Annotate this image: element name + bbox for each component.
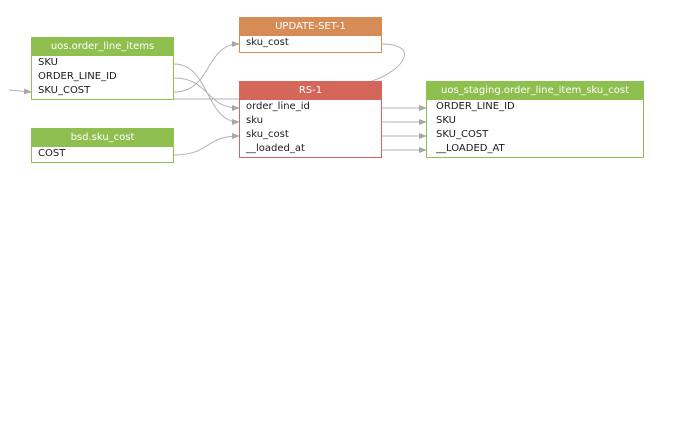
field-loaded-at: __loaded_at <box>246 143 305 154</box>
field-sku: SKU <box>436 115 456 126</box>
node-sku-cost[interactable]: bsd.sku_cost COST <box>31 128 174 163</box>
node-rs[interactable]: RS-1 order_line_id sku sku_cost __loaded… <box>239 81 382 158</box>
edge-order-line-id-to-rs <box>173 77 240 111</box>
field-order-line-id: order_line_id <box>246 101 310 112</box>
node-title: bsd.sku_cost <box>32 129 173 147</box>
field-sku: sku <box>246 115 264 126</box>
node-staging[interactable]: uos_staging.order_line_item_sku_cost ORD… <box>426 81 644 158</box>
field-loaded-at: __LOADED_AT <box>436 143 505 154</box>
edge-cost-to-rs <box>173 133 240 156</box>
node-title: uos.order_line_items <box>32 38 173 56</box>
node-title: RS-1 <box>240 82 381 100</box>
field-sku-cost: SKU_COST <box>38 85 91 96</box>
field-sku-cost: SKU_COST <box>436 129 489 140</box>
field-order-line-id: ORDER_LINE_ID <box>38 71 117 82</box>
edge-input-sku-cost <box>8 88 32 95</box>
field-sku-cost: sku_cost <box>246 129 289 140</box>
edge-update-set-to-rs <box>371 43 405 82</box>
field-sku-cost: sku_cost <box>246 37 289 48</box>
node-title: uos_staging.order_line_item_sku_cost <box>427 82 643 100</box>
field-order-line-id: ORDER_LINE_ID <box>436 101 515 112</box>
node-order-line-items[interactable]: uos.order_line_items SKU ORDER_LINE_ID S… <box>31 37 174 100</box>
edge-sku-to-rs <box>173 63 240 125</box>
field-sku: SKU <box>38 57 58 68</box>
node-update-set[interactable]: UPDATE-SET-1 sku_cost <box>239 17 382 53</box>
node-title: UPDATE-SET-1 <box>240 18 381 36</box>
field-cost: COST <box>38 148 66 159</box>
edge-sku-cost-to-update-set <box>173 41 240 93</box>
